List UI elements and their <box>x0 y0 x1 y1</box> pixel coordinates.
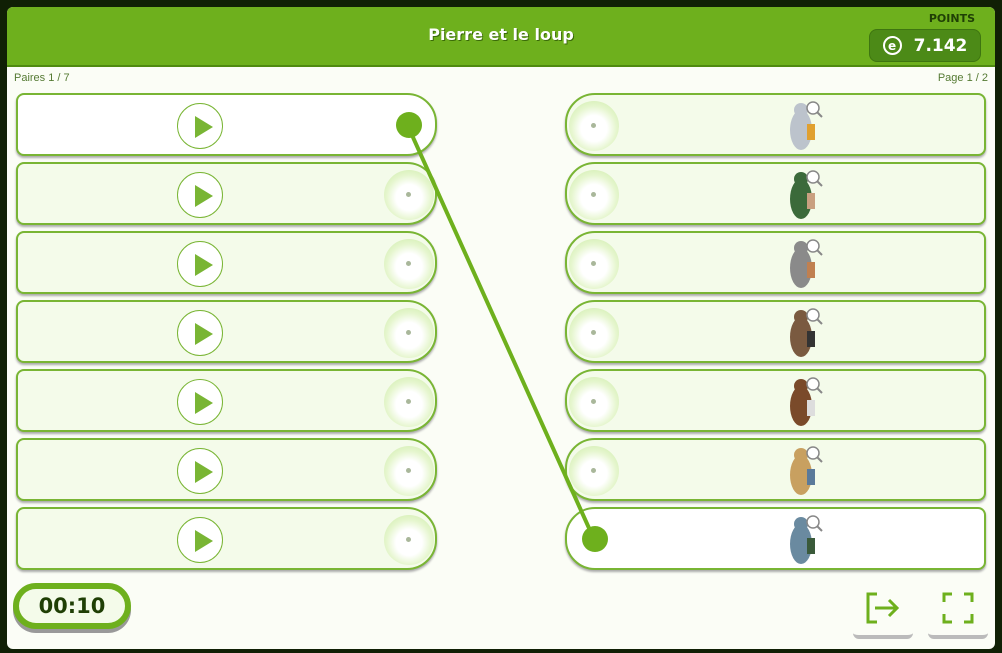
cat-photo-image[interactable] <box>777 236 829 292</box>
zoom-icon <box>806 377 820 391</box>
page-title: Pierre et le loup <box>428 25 574 44</box>
points-value: 7.142 <box>913 35 968 56</box>
zoom-icon <box>806 446 820 460</box>
play-icon[interactable] <box>177 448 223 494</box>
image-card[interactable] <box>565 438 986 501</box>
audio-card[interactable] <box>16 162 437 225</box>
connector-knob[interactable] <box>569 446 619 496</box>
page-counter: Page 1 / 2 <box>937 72 988 84</box>
points-badge: e 7.142 <box>869 29 981 62</box>
play-icon[interactable] <box>177 172 223 218</box>
grandfather-image[interactable] <box>777 443 829 499</box>
audio-card[interactable] <box>16 231 437 294</box>
connector-knob[interactable] <box>384 170 434 220</box>
coin-icon: e <box>882 36 902 55</box>
zoom-icon <box>806 101 820 115</box>
hunters-image[interactable] <box>777 167 829 223</box>
cat-clarinet-image[interactable] <box>777 98 829 154</box>
connector-knob[interactable] <box>569 101 619 151</box>
connector-knob[interactable] <box>569 239 619 289</box>
connector-knob[interactable] <box>384 377 434 427</box>
connector-knob[interactable] <box>569 377 619 427</box>
timer: 00:10 <box>13 583 131 629</box>
zoom-icon <box>806 308 820 322</box>
duck-oboe-image[interactable] <box>777 374 829 430</box>
audio-card[interactable] <box>16 369 437 432</box>
fullscreen-icon <box>942 592 974 624</box>
connector-dot[interactable] <box>396 112 422 138</box>
audio-card[interactable] <box>16 438 437 501</box>
play-icon[interactable] <box>177 310 223 356</box>
image-card[interactable] <box>565 507 986 570</box>
connector-knob[interactable] <box>569 308 619 358</box>
connector-knob[interactable] <box>384 515 434 565</box>
exit-icon <box>866 592 900 624</box>
image-card[interactable] <box>565 93 986 156</box>
play-icon[interactable] <box>177 517 223 563</box>
audio-card[interactable] <box>16 507 437 570</box>
play-icon[interactable] <box>177 103 223 149</box>
connector-knob[interactable] <box>384 239 434 289</box>
audio-card[interactable] <box>16 93 437 156</box>
wolf-horn-image[interactable] <box>777 512 829 568</box>
pairs-counter: Paires 1 / 7 <box>14 72 70 84</box>
play-icon[interactable] <box>177 241 223 287</box>
connector-dot[interactable] <box>582 526 608 552</box>
image-card[interactable] <box>565 162 986 225</box>
play-icon[interactable] <box>177 379 223 425</box>
connector-knob[interactable] <box>569 170 619 220</box>
zoom-icon <box>806 170 820 184</box>
fullscreen-button[interactable] <box>928 581 988 639</box>
image-card[interactable] <box>565 231 986 294</box>
connector-knob[interactable] <box>384 446 434 496</box>
image-card[interactable] <box>565 369 986 432</box>
image-card[interactable] <box>565 300 986 363</box>
points-label: POINTS <box>928 12 975 25</box>
audio-card[interactable] <box>16 300 437 363</box>
game-frame: Pierre et le loup POINTS e 7.142 Paires … <box>7 7 995 649</box>
header: Pierre et le loup POINTS e 7.142 <box>7 7 995 67</box>
zoom-icon <box>806 515 820 529</box>
connector-knob[interactable] <box>384 308 434 358</box>
exit-button[interactable] <box>853 581 913 639</box>
bird-flute-image[interactable] <box>777 305 829 361</box>
zoom-icon <box>806 239 820 253</box>
